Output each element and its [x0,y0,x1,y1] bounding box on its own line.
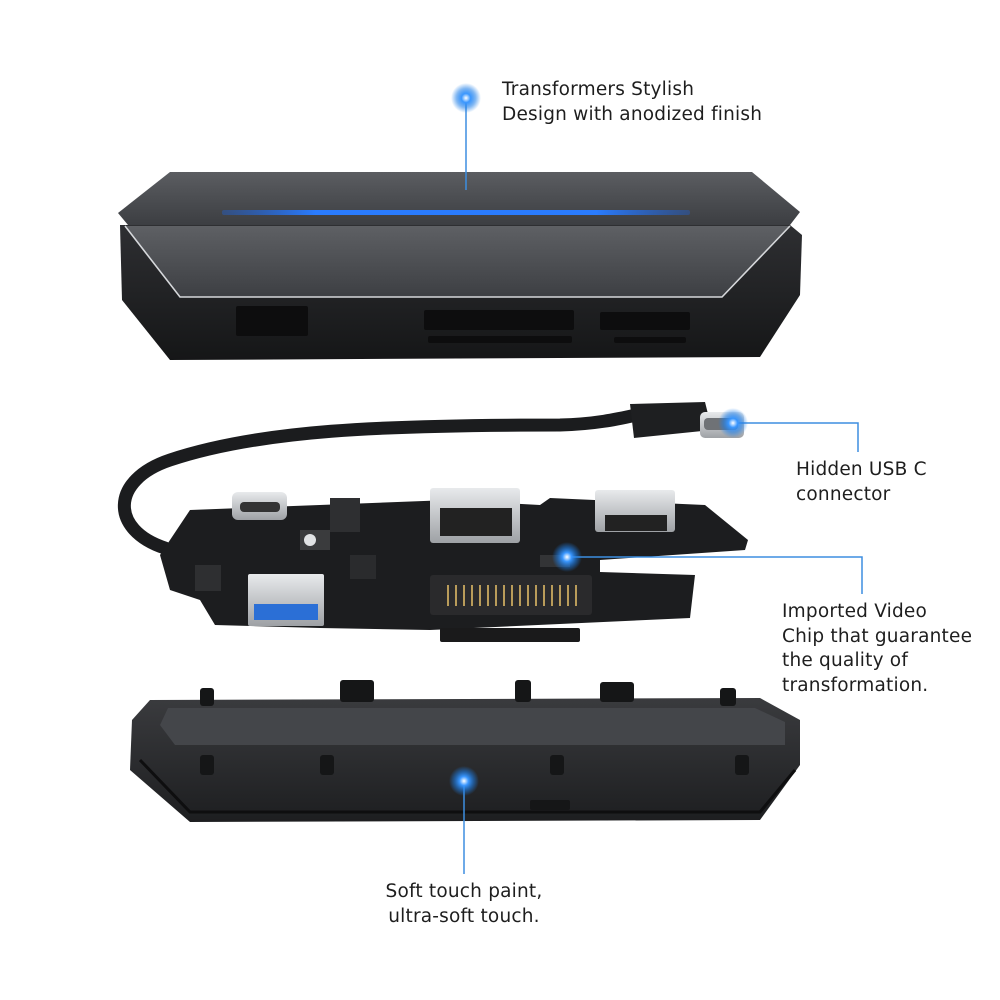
callout-label-usb: Hidden USB C connector [796,458,927,507]
sd-card-slot [424,310,574,330]
usb-port-slot [236,306,308,336]
callout-bottom-line2: ultra-soft touch. [388,905,540,927]
callout-top-line1: Transformers Stylish [502,79,695,100]
callout-label-bottom: Soft touch paint, ultra-soft touch. [354,880,574,929]
callout-dots [449,83,748,796]
glowing-blue-dot-icon [718,408,748,438]
glowing-blue-dot-icon [449,766,479,796]
callout-label-top: Transformers Stylish Design with anodize… [502,78,762,127]
callout-chip-line1: Imported Video [782,601,928,622]
glowing-blue-dot-icon [451,83,481,113]
callout-usb-line1: Hidden USB C [796,459,927,480]
callout-bottom-line1: Soft touch paint, [385,881,543,902]
callout-usb-line2: connector [796,483,891,505]
callout-chip-line3: the quality of [782,650,909,671]
glowing-blue-dot-icon [552,542,582,572]
callout-top-line2: Design with anodized finish [502,103,763,125]
callout-label-chip: Imported Video Chip that guarantee the q… [782,600,972,698]
sd-card-slot-lower [428,336,572,343]
callout-line-usb [733,422,859,452]
circuit-board [160,488,748,642]
bottom-tray [130,680,800,822]
callout-line-chip [567,556,863,594]
tf-card-slot [600,312,690,330]
callout-chip-line2: Chip that guarantee [782,625,973,647]
top-housing [118,172,802,360]
callout-chip-line4: transformation. [782,674,929,696]
callout-lines [463,98,863,874]
